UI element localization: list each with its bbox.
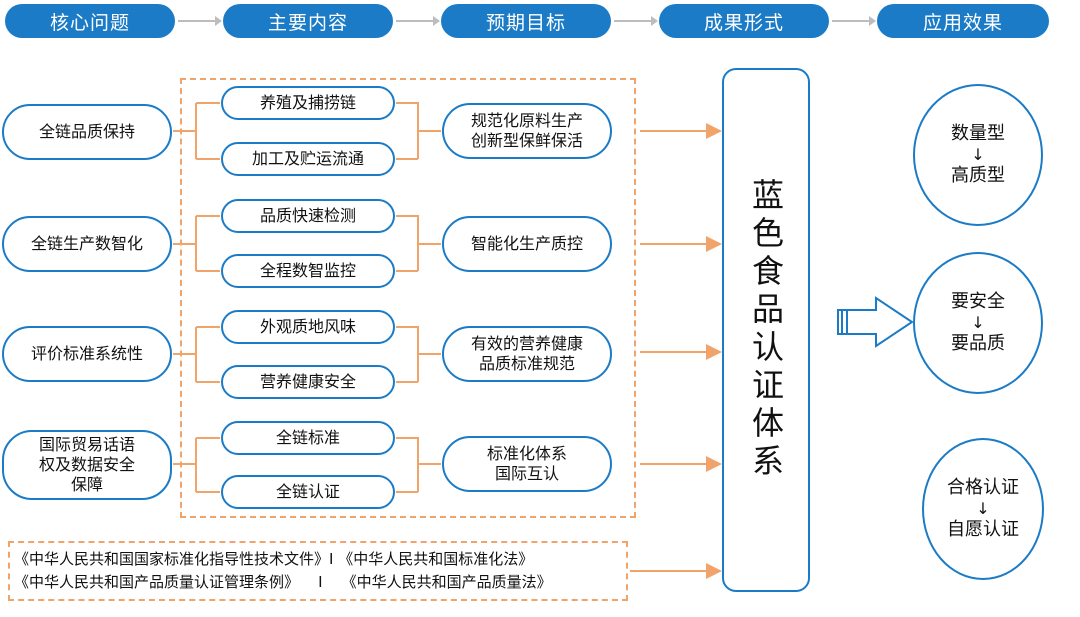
header-main-content: 主要内容 <box>223 4 393 38</box>
content-item: 全链标准 <box>221 421 395 455</box>
effect-circle: 合格认证 ↓ 自愿认证 <box>922 438 1044 580</box>
down-arrow-icon: ↓ <box>971 145 985 164</box>
left-brace <box>173 102 220 160</box>
left-brace <box>173 215 220 272</box>
effect-to: 自愿认证 <box>947 519 1019 540</box>
result-title: 蓝色食品认证体系 <box>747 178 785 482</box>
down-arrow-icon: ↓ <box>971 313 985 332</box>
effect-to: 要品质 <box>951 333 1005 354</box>
problem-trade-data-security: 国际贸易话语 权及数据安全 保障 <box>2 430 172 500</box>
content-item: 养殖及捕捞链 <box>221 86 395 120</box>
content-item: 全程数智监控 <box>221 254 395 288</box>
down-arrow-icon: ↓ <box>976 499 990 518</box>
header-arrow <box>832 16 876 26</box>
result-box: 蓝色食品认证体系 <box>722 68 810 592</box>
effect-circle: 要安全 ↓ 要品质 <box>913 252 1043 394</box>
right-brace <box>396 437 441 493</box>
policy-dashed-frame <box>8 541 628 601</box>
effect-from: 数量型 <box>951 123 1005 144</box>
content-item: 全链认证 <box>221 475 395 509</box>
policy-line-1: 《中华人民共和国国家标准化指导性技术文件》I 《中华人民共和国标准化法》 <box>14 550 534 568</box>
effect-to: 高质型 <box>951 165 1005 186</box>
right-brace <box>396 326 441 383</box>
content-item: 外观质地风味 <box>221 310 395 344</box>
header-arrow <box>178 16 222 26</box>
content-dashed-frame <box>180 78 636 518</box>
policy-line-2: 《中华人民共和国产品质量认证管理条例》 I 《中华人民共和国产品质量法》 <box>14 573 552 591</box>
content-item: 加工及贮运流通 <box>221 142 395 176</box>
problem-evaluation-standards: 评价标准系统性 <box>2 326 172 382</box>
header-result-form: 成果形式 <box>659 4 829 38</box>
right-brace <box>396 215 441 272</box>
goal-item: 有效的营养健康 品质标准规范 <box>442 326 612 382</box>
effect-circle: 数量型 ↓ 高质型 <box>913 84 1043 226</box>
goal-item: 规范化原料生产 创新型保鲜保活 <box>442 103 612 159</box>
problem-quality-maintenance: 全链品质保持 <box>2 104 172 160</box>
effect-from: 合格认证 <box>947 477 1019 498</box>
left-brace <box>173 437 220 493</box>
header-core-problem: 核心问题 <box>5 4 175 38</box>
goal-item: 智能化生产质控 <box>442 216 612 272</box>
big-hollow-arrow <box>837 296 914 348</box>
content-item: 品质快速检测 <box>221 199 395 233</box>
right-brace <box>396 102 441 160</box>
left-brace <box>173 326 220 383</box>
header-arrow <box>396 16 440 26</box>
header-expected-goal: 预期目标 <box>441 4 611 38</box>
problem-production-digitalization: 全链生产数智化 <box>2 216 172 272</box>
goal-item: 标准化体系 国际互认 <box>442 436 612 492</box>
effect-from: 要安全 <box>951 291 1005 312</box>
header-application-effect: 应用效果 <box>877 4 1049 38</box>
header-arrow <box>614 16 658 26</box>
content-item: 营养健康安全 <box>221 365 395 399</box>
